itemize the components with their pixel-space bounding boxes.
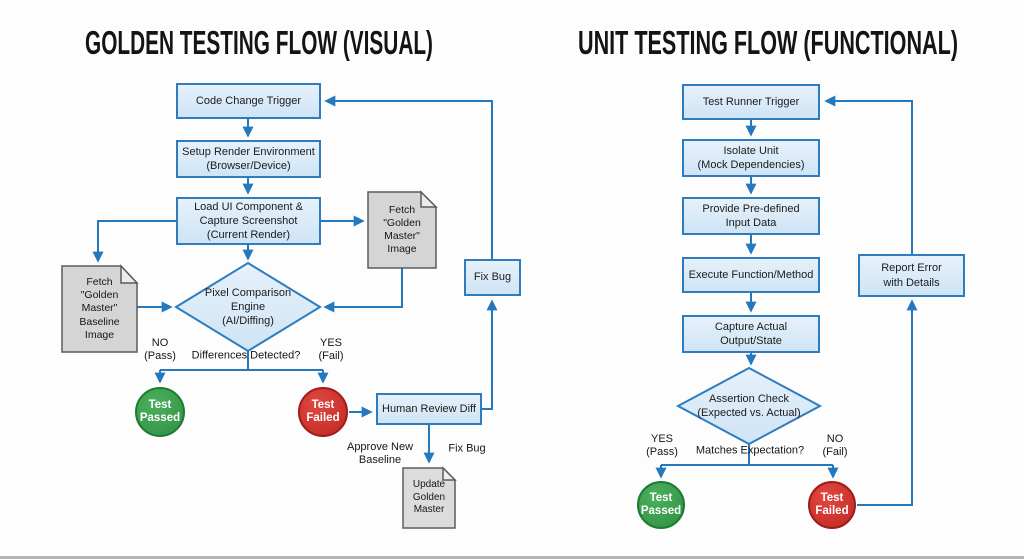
fix-bug-box: Fix Bug [464,259,521,296]
load-ui-component-box: Load UI Component & Capture Screenshot (… [176,197,321,245]
provide-input-data-box: Provide Pre-defined Input Data [682,197,820,235]
test-failed-circle-right: Test Failed [808,481,856,529]
update-golden-master-doc [402,467,456,529]
connector-reporterror-runner [824,95,913,254]
connector-review-fixbug [482,299,498,410]
fix-bug-edge-label: Fix Bug [448,442,486,455]
fetch-baseline-image-label: Fetch "Golden Master" Baseline Image [79,276,120,341]
fetch-golden-master-image-label: Fetch "Golden Master" Image [383,203,421,256]
pixel-comparison-diamond [174,261,322,353]
bottom-edge-bar [0,556,1024,559]
connector-gmimage-diamond [323,268,403,313]
isolate-unit-box: Isolate Unit (Mock Dependencies) [682,139,820,177]
capture-output-box: Capture Actual Output/State [682,315,820,353]
setup-render-environment-box: Setup Render Environment (Browser/Device… [176,140,321,178]
update-golden-master-label: Update Golden Master [412,479,446,516]
no-pass-label-left: NO (Pass) [144,337,176,362]
code-change-trigger-box: Code Change Trigger [176,83,321,119]
differences-detected-label: Differences Detected? [191,349,301,362]
fetch-baseline-image-doc-fold [120,264,139,284]
update-golden-master-doc-fold [442,466,457,481]
assertion-check-diamond [675,366,823,446]
test-passed-circle-right: Test Passed [637,481,685,529]
golden-flow-title: GOLDEN TESTING FLOW (VISUAL) [85,24,433,61]
fetch-baseline-image-doc [61,265,138,353]
matches-expectation-label: Matches Expectation? [695,444,805,457]
yes-pass-label-right: YES (Pass) [646,433,678,458]
no-fail-label-right: NO (Fail) [822,433,848,458]
execute-function-box: Execute Function/Method [682,257,820,293]
fetch-golden-master-image-doc-fold [420,190,438,208]
assertion-check-label: Assertion Check (Expected vs. Actual) [697,392,801,419]
test-passed-circle-left: Test Passed [135,387,185,437]
human-review-diff-box: Human Review Diff [376,393,482,425]
connector-fixbug-codechange [324,95,493,259]
test-failed-circle-left: Test Failed [298,387,348,437]
connector-testfailed-reporterror [857,299,918,506]
approve-new-baseline-label: Approve New Baseline [346,441,414,466]
fetch-golden-master-image-doc [367,191,437,269]
test-runner-trigger-box: Test Runner Trigger [682,84,820,120]
report-error-box: Report Error with Details [858,254,965,297]
pixel-comparison-label: Pixel Comparison Engine (AI/Diffing) [204,286,292,328]
yes-fail-label-left: YES (Fail) [318,337,344,362]
unit-flow-title: UNIT TESTING FLOW (FUNCTIONAL) [578,24,958,61]
connector-loadui-baseline [92,220,176,263]
